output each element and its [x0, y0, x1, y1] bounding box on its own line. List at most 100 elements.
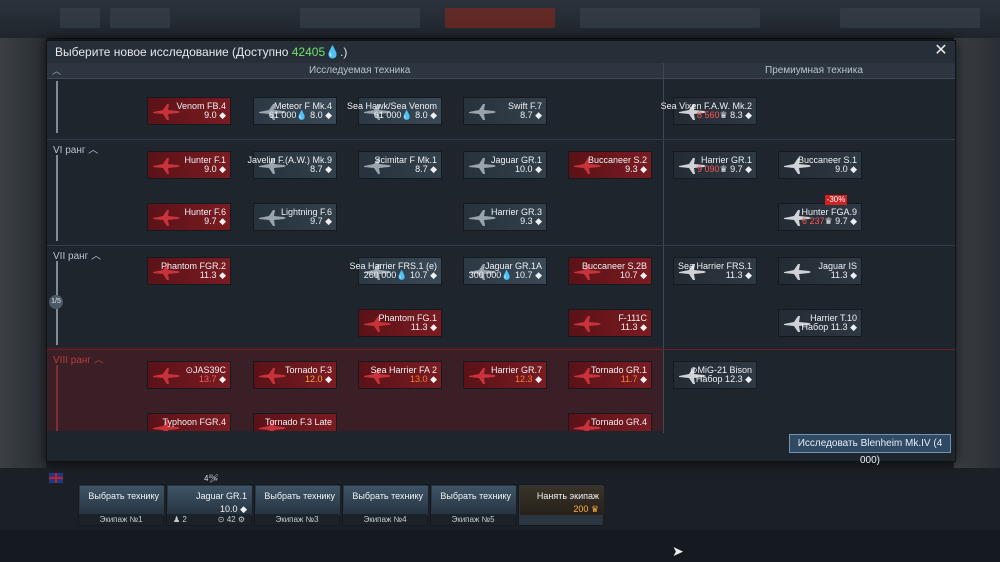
vehicle-name: Tornado GR.1 — [590, 365, 647, 375]
rank-separator — [47, 139, 955, 140]
plane-icon — [153, 264, 180, 280]
plane-icon — [153, 158, 180, 174]
battle-rating: 9.7 — [310, 216, 323, 226]
battle-rating: 9.3 — [520, 216, 533, 226]
bg-chip — [110, 8, 170, 28]
vehicle-name: Sea Hawk/Sea Venom — [346, 101, 437, 111]
background-left — [0, 38, 46, 468]
close-button[interactable]: ✕ — [934, 42, 948, 59]
plane-icon — [574, 316, 601, 332]
rank-label-vi[interactable]: VI ранг ︿ — [53, 145, 99, 156]
plane-icon — [679, 264, 706, 280]
collapse-icon[interactable]: ︿ — [52, 66, 62, 76]
crew-slot-footer: ♟ 2⊙ 42 ⚙ — [167, 514, 251, 525]
battle-rating: 9.7 — [730, 164, 743, 174]
research-next-button[interactable]: Исследовать Blenheim Mk.IV (4 000) — [789, 434, 951, 466]
plane-icon — [784, 210, 811, 226]
battle-rating: 12.0 — [305, 374, 323, 384]
rank-label-viii[interactable]: VIII ранг ︿ — [53, 355, 104, 366]
plane-icon — [364, 104, 391, 120]
vehicle-cost: 9 090 — [696, 164, 720, 174]
vehicle-cost: 6 237 — [801, 216, 825, 226]
vehicle-br: 12.0 ◆ — [305, 374, 332, 384]
vehicle-card[interactable]: Sea Harrier FRS.1 (e)260 000💧 10.7 ◆ — [349, 257, 442, 285]
crew-thumbnail — [432, 486, 516, 515]
vehicle-br: 8.7 ◆ — [520, 110, 542, 120]
plane-icon — [679, 158, 706, 174]
battle-rating: 11.3 — [725, 270, 743, 280]
rank-label-vii[interactable]: VII ранг ︿ — [53, 251, 102, 262]
crew-slot-label: Нанять экипаж — [536, 491, 599, 501]
rank-line — [56, 81, 58, 133]
vehicle-cost: 8 560 — [696, 110, 720, 120]
column-divider — [663, 63, 664, 433]
crew-slot-label: Выбрать технику — [440, 491, 511, 501]
vehicle-card[interactable]: Typhoon FGR.4 — [147, 413, 231, 431]
battle-rating: 10.0 — [515, 164, 533, 174]
vehicle-card[interactable]: Tornado GR.4 — [568, 413, 652, 431]
vehicle-br: 11.3 ◆ — [410, 322, 437, 332]
bg-chip — [580, 8, 760, 28]
column-headers: ︿ Исследуемая техника Премиумная техника — [47, 63, 955, 79]
vehicle-br: 11.3 ◆ — [620, 322, 647, 332]
vehicle-card[interactable]: Tornado F.3 Late — [253, 413, 337, 431]
vehicle-br: 61 000💧 8.0 ◆ — [373, 110, 437, 120]
battle-rating: 8.0 — [415, 110, 428, 120]
vehicle-br: 8 560♛ 8.3 ◆ — [696, 110, 752, 120]
plane-icon — [784, 264, 811, 280]
vehicle-br: 13.0 ◆ — [410, 374, 437, 384]
plane-icon — [469, 264, 496, 280]
plane-icon — [469, 368, 496, 384]
battle-rating: 11.3 — [199, 270, 217, 280]
vehicle-name: Tornado F.3 — [284, 365, 332, 375]
vehicle-br: 9.3 ◆ — [520, 216, 542, 226]
tech-tree[interactable]: VI ранг ︿ VII ранг ︿ 1/5 VIII ранг ︿ Ven… — [47, 79, 955, 431]
plane-icon — [574, 368, 601, 384]
vehicle-br: 10.0 ◆ — [515, 164, 542, 174]
plane-icon — [784, 158, 811, 174]
discount-badge: -30% — [825, 195, 847, 205]
plane-icon — [574, 420, 601, 431]
bg-chip — [60, 8, 100, 28]
vehicle-name: ⊙MiG-21 Bison — [689, 365, 752, 375]
rp-icon: 💧 — [325, 45, 341, 59]
vehicle-br: 8.7 ◆ — [415, 164, 437, 174]
vehicle-br: 11.7 ◆ — [620, 374, 647, 384]
